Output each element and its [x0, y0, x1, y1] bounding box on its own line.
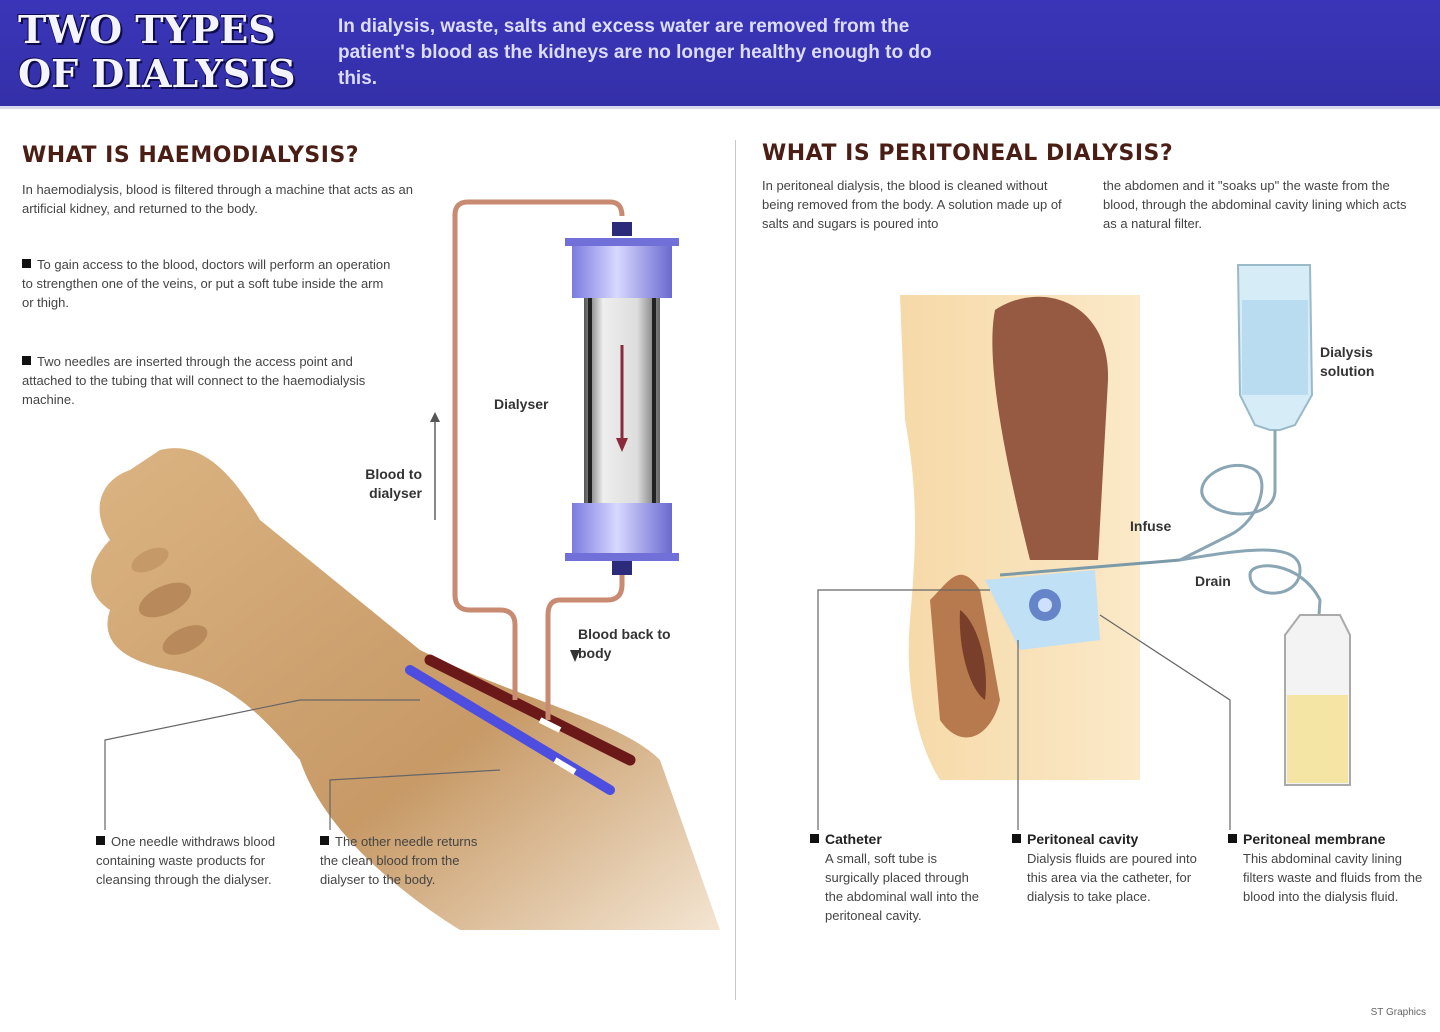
arm-illustration — [91, 448, 720, 930]
bullet-square-icon — [22, 356, 31, 365]
haemodialysis-bullet-1: To gain access to the blood, doctors wil… — [22, 257, 391, 310]
title-line-2: OF DIALYSIS — [18, 51, 296, 96]
peritoneal-callout-catheter: Catheter A small, soft tube is surgicall… — [810, 830, 985, 925]
peritoneal-intro-col1: In peritoneal dialysis, the blood is cle… — [762, 178, 1062, 231]
peritoneal-intro-col2: the abdomen and it "soaks up" the waste … — [1103, 178, 1407, 231]
bullet-square-icon — [1228, 834, 1237, 843]
bullet-square-icon — [320, 836, 329, 845]
header-description: In dialysis, waste, salts and excess wat… — [338, 16, 932, 89]
label-infuse: Infuse — [1130, 518, 1172, 534]
bullet-square-icon — [96, 836, 105, 845]
bullet-square-icon — [810, 834, 819, 843]
section-divider — [735, 140, 736, 1000]
label-blood-back-to-body: Blood back to body — [578, 626, 671, 661]
label-drain: Drain — [1195, 573, 1231, 589]
bullet-square-icon — [1012, 834, 1021, 843]
haemodialysis-intro: In haemodialysis, blood is filtered thro… — [22, 182, 413, 216]
torso-illustration — [900, 295, 1181, 780]
dialysis-solution-bag — [1179, 264, 1322, 631]
haemodialysis-bullet-2: Two needles are inserted through the acc… — [22, 354, 366, 407]
drain-bottle — [1284, 614, 1351, 786]
peritoneal-callout-membrane: Peritoneal membrane This abdominal cavit… — [1228, 830, 1428, 906]
main-title: TWO TYPES OF DIALYSIS — [18, 8, 296, 96]
label-dialysis-solution: Dialysis solution — [1320, 344, 1375, 379]
peritoneal-callout-lines — [817, 589, 1231, 830]
haemo-callout-needle-return: The other needle returns the clean blood… — [320, 834, 478, 887]
dialyser-illustration — [565, 222, 679, 575]
header-banner: TWO TYPES OF DIALYSIS In dialysis, waste… — [0, 0, 1440, 109]
haemo-callout-needle-out: One needle withdraws blood containing wa… — [96, 834, 276, 887]
label-blood-to-dialyser: Blood to dialyser — [365, 466, 422, 501]
title-line-1: TWO TYPES — [18, 7, 276, 52]
peritoneal-callout-cavity: Peritoneal cavity Dialysis fluids are po… — [1012, 830, 1212, 906]
peritoneal-title: WHAT IS PERITONEAL DIALYSIS? — [762, 141, 1174, 166]
bullet-square-icon — [22, 259, 31, 268]
haemo-callout-lines — [104, 699, 501, 830]
label-dialyser: Dialyser — [494, 396, 549, 412]
haemodialysis-title: WHAT IS HAEMODIALYSIS? — [22, 143, 360, 168]
graphic-credit: ST Graphics — [1370, 1007, 1426, 1018]
tubing — [452, 199, 625, 720]
